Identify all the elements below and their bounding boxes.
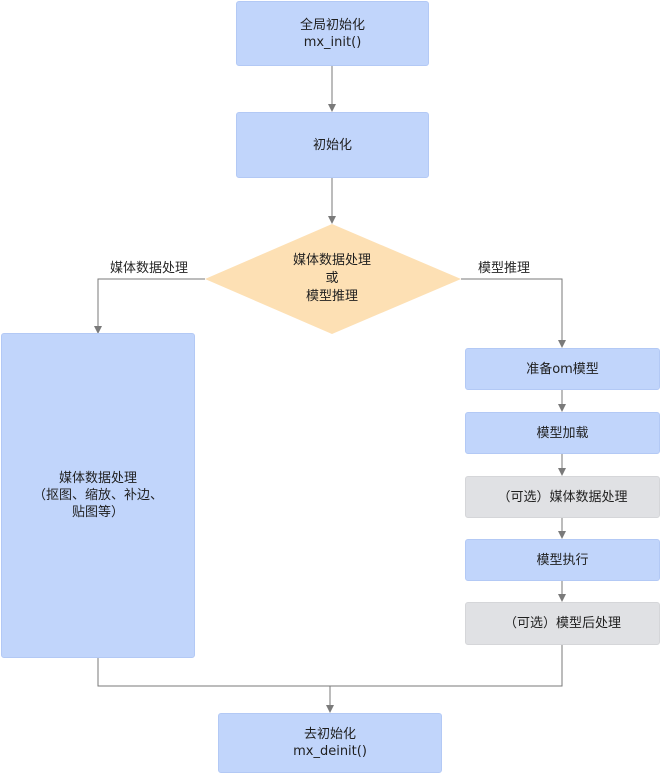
edge-label-left: 媒体数据处理 (110, 261, 189, 276)
exec-model-node: 模型执行 (465, 539, 660, 581)
edge-decision-to-prepare (461, 278, 566, 348)
deinit-node: 去初始化 mx_deinit() (218, 713, 442, 773)
prepare-model-node: 准备om模型 (465, 348, 660, 390)
prepare-model-label: 准备om模型 (526, 361, 599, 377)
edge-label-right: 模型推理 (478, 261, 531, 276)
decision-line1: 媒体数据处理 (292, 253, 371, 268)
media-proc-detail-2: 贴图等） (71, 505, 124, 520)
load-model-label: 模型加载 (536, 425, 589, 441)
edge-decision-to-media (94, 278, 205, 334)
decision-line2: 或 (325, 271, 339, 286)
deinit-title: 去初始化 (303, 727, 356, 742)
optional-post-label: （可选）模型后处理 (503, 616, 621, 631)
decision-line3: 模型推理 (305, 289, 358, 304)
optional-media-node: （可选）媒体数据处理 (465, 476, 660, 518)
optional-post-node: （可选）模型后处理 (465, 602, 660, 645)
load-model-node: 模型加载 (465, 412, 660, 454)
decision-text: 媒体数据处理 或 模型推理 (262, 252, 402, 306)
media-proc-detail-1: （抠图、缩放、补边、 (32, 488, 163, 503)
global-init-node: 全局初始化 mx_init() (236, 1, 429, 66)
exec-model-label: 模型执行 (536, 552, 589, 568)
media-proc-node: 媒体数据处理 （抠图、缩放、补边、 贴图等） (1, 333, 195, 658)
optional-media-label: （可选）媒体数据处理 (497, 489, 628, 505)
decision-diamond (205, 224, 461, 334)
global-init-func: mx_init() (303, 34, 362, 50)
init-label: 初始化 (312, 137, 352, 153)
deinit-func: mx_deinit() (293, 744, 367, 759)
media-proc-title: 媒体数据处理 (58, 471, 137, 486)
init-node: 初始化 (236, 112, 429, 178)
global-init-title: 全局初始化 (299, 17, 365, 33)
